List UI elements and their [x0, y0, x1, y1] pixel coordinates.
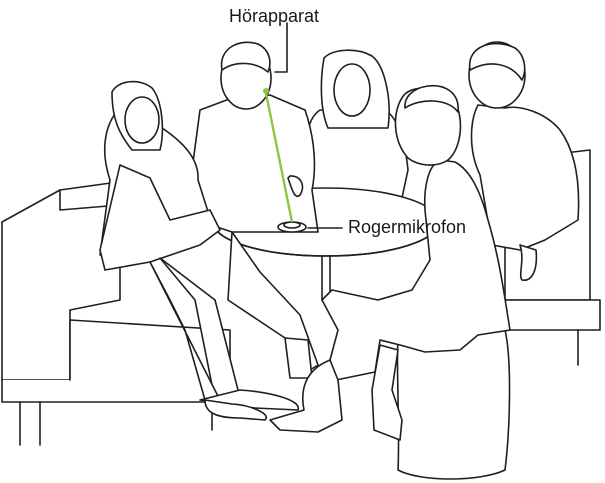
hearing-aid-leader-line: [275, 23, 287, 72]
roger-microphone: [278, 222, 306, 232]
hearing-aid-dot: [263, 88, 269, 94]
hearing-aid-label: Hörapparat: [229, 7, 319, 25]
microphone-label: Rogermikrofon: [348, 218, 466, 236]
